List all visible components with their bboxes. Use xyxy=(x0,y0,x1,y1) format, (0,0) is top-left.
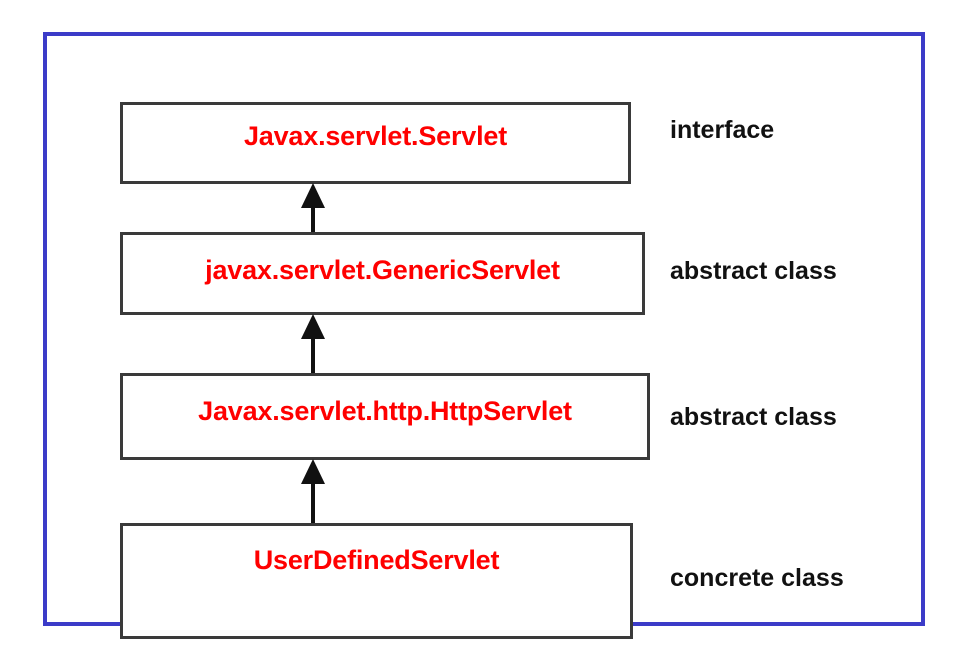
stereotype-label-abstract-http: abstract class xyxy=(670,403,837,431)
class-box-generic-servlet-label: javax.servlet.GenericServlet xyxy=(205,255,560,285)
class-box-user-servlet[interactable]: UserDefinedServlet xyxy=(120,523,633,639)
class-box-servlet[interactable]: Javax.servlet.Servlet xyxy=(120,102,631,184)
class-box-servlet-label: Javax.servlet.Servlet xyxy=(243,121,507,151)
inheritance-arrow-generic-to-servlet xyxy=(300,183,326,233)
inheritance-arrow-http-to-generic xyxy=(300,314,326,374)
stereotype-label-interface: interface xyxy=(670,116,775,144)
class-box-http-servlet-label: Javax.servlet.http.HttpServlet xyxy=(198,396,572,426)
inheritance-arrow-user-to-http xyxy=(300,459,326,524)
class-box-generic-servlet[interactable]: javax.servlet.GenericServlet xyxy=(120,232,645,315)
stereotype-label-abstract-generic: abstract class xyxy=(670,257,837,285)
class-box-http-servlet[interactable]: Javax.servlet.http.HttpServlet xyxy=(120,373,650,460)
diagram-frame: Javax.servlet.Servlet javax.servlet.Gene… xyxy=(43,32,925,639)
class-box-user-servlet-label: UserDefinedServlet xyxy=(253,545,500,575)
stereotype-label-concrete: concrete class xyxy=(670,564,844,592)
